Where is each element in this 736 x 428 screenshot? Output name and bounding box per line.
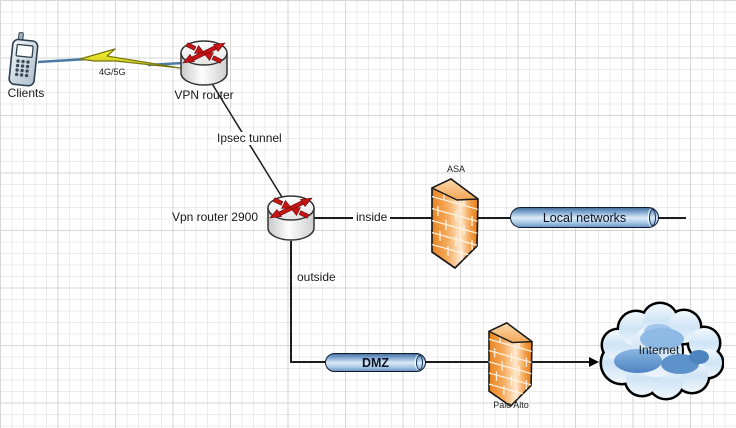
palo-alto-firewall-icon[interactable] [487, 322, 534, 408]
clients-phone-icon[interactable] [8, 32, 46, 90]
asa-label: ASA [446, 164, 465, 174]
palo-alto-label: Palo Alto [493, 400, 529, 410]
outside-corner-line[interactable] [290, 361, 326, 363]
dmz-label: DMZ [361, 355, 390, 370]
pipe-end-cap [649, 209, 656, 226]
outside-line[interactable] [290, 241, 292, 362]
dmz-to-paloalto-line[interactable] [425, 361, 488, 363]
internet-arrowhead-icon [589, 357, 599, 367]
vpn-router-2900-label: Vpn router 2900 [171, 210, 258, 224]
pipe-end-cap [416, 355, 423, 370]
lightning-bolt-icon [79, 48, 181, 69]
internet-cloud[interactable] [596, 301, 724, 401]
outside-label: outside [294, 270, 339, 285]
vpn-router-label: VPN router [174, 88, 234, 102]
ipsec-tunnel-label: Ipsec tunnel [214, 131, 285, 146]
internet-label: Internet [638, 343, 680, 357]
localnet-tail-line[interactable] [657, 217, 686, 219]
asa-to-localnet-line[interactable] [478, 217, 511, 219]
paloalto-to-internet-line[interactable] [531, 361, 590, 363]
inside-label: inside [353, 210, 391, 225]
vpn-router-icon[interactable] [178, 38, 230, 90]
vpn-router-2900-icon[interactable] [265, 193, 317, 245]
asa-firewall-icon[interactable] [430, 178, 480, 270]
cellular-link-line[interactable] [36, 48, 186, 78]
local-networks-pipe[interactable]: Local networks [510, 207, 659, 228]
dmz-pipe[interactable]: DMZ [325, 353, 426, 372]
local-networks-label: Local networks [542, 210, 627, 225]
clients-label: Clients [7, 86, 45, 100]
cellular-link-label: 4G/5G [99, 67, 126, 77]
